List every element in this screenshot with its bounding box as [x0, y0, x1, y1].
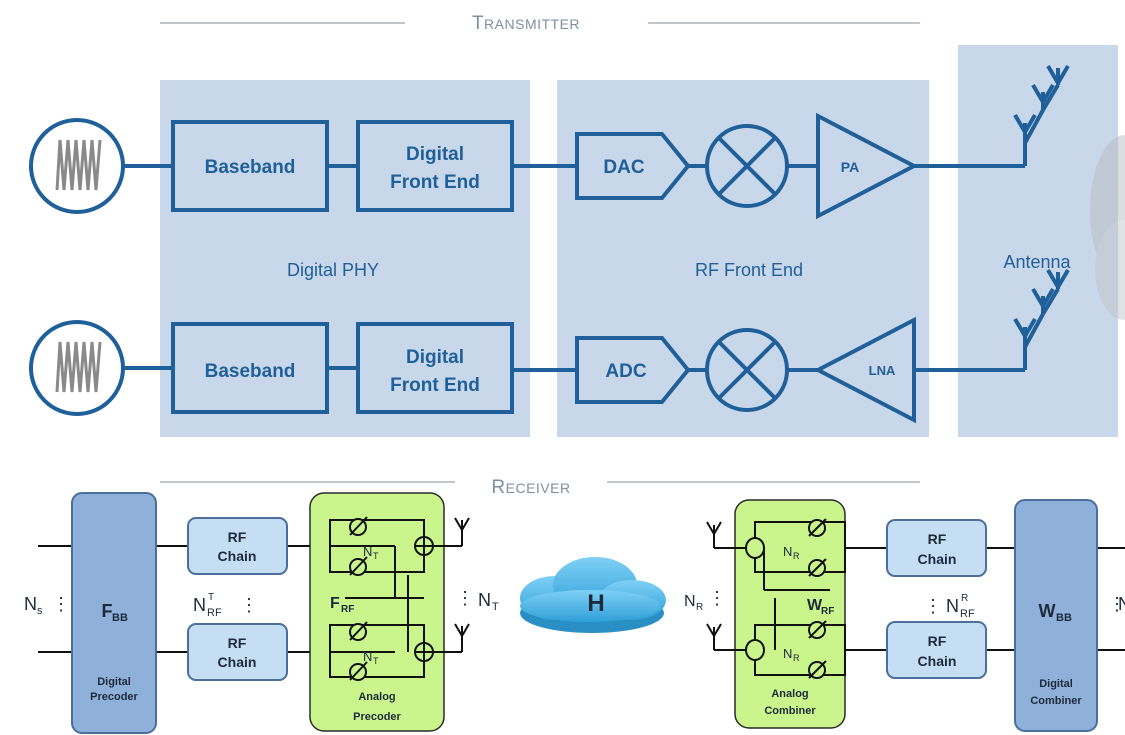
- ns-rx-label: N: [1118, 594, 1125, 614]
- rx-rf-chain-2-label-1: RF: [928, 633, 947, 649]
- antenna-label: Antenna: [1003, 252, 1071, 272]
- tx-rf-chain-2: [187, 623, 288, 681]
- frf-sub: RF: [341, 604, 354, 615]
- frf-label: F: [330, 595, 340, 612]
- tx-rf-chain-1-label-1: RF: [228, 529, 247, 545]
- nr-label: N: [684, 593, 696, 610]
- nrf-tx-sub: RF: [207, 607, 222, 619]
- digital-combiner-label-1: Digital: [1039, 678, 1073, 690]
- nr-lower-sub: R: [793, 653, 800, 663]
- nt-sub: T: [492, 601, 499, 613]
- tx-baseband-label: Baseband: [205, 157, 296, 178]
- nt-lower-sub: T: [373, 656, 379, 666]
- rx-rf-chain-1-label-2: Chain: [918, 551, 957, 567]
- tx-dfe-label-2: Front End: [390, 172, 480, 193]
- nt-upper-label: N: [363, 544, 372, 559]
- rx-dfe-label-2: Front End: [390, 375, 480, 396]
- rx-dfe-block: [356, 322, 514, 414]
- nrf-rx-sub: RF: [960, 608, 975, 620]
- analog-precoder-label-1: Analog: [358, 691, 395, 703]
- tx-rf-chain-1-label-2: Chain: [218, 548, 257, 564]
- rx-rf-chain-2-label-2: Chain: [918, 653, 957, 669]
- tx-dfe-label-1: Digital: [406, 144, 464, 165]
- channel-cloud-faint: [1090, 135, 1125, 320]
- tx-antenna-icon: [1013, 64, 1070, 166]
- tx-rf-chain-1: [187, 517, 288, 575]
- analog-combiner-network: [706, 518, 846, 679]
- adc-label: ADC: [605, 361, 646, 382]
- rx-rf-chain-1-label-1: RF: [928, 531, 947, 547]
- analog-combiner-label-2: Combiner: [764, 705, 816, 717]
- ns-dots: ⋮: [52, 594, 70, 614]
- tx-rf-chain-2-label-1: RF: [228, 635, 247, 651]
- nt-dots: ⋮: [456, 588, 474, 608]
- ns-sub: s: [37, 605, 43, 617]
- analog-precoder-network: [329, 516, 470, 681]
- nt-label: N: [478, 590, 491, 610]
- wbb-label: W: [1039, 601, 1056, 621]
- digital-combiner-block: [1014, 499, 1098, 732]
- rf-front-end-label: RF Front End: [695, 260, 803, 280]
- nrf-tx-dots: ⋮: [240, 595, 258, 615]
- lna-label: LNA: [869, 363, 896, 378]
- nr-upper-sub: R: [793, 551, 800, 561]
- ns-label: N: [24, 594, 37, 614]
- dac-block: [575, 132, 691, 200]
- nr-sub: R: [696, 602, 703, 613]
- tx-dfe-block: [356, 120, 514, 212]
- rx-baseband-label: Baseband: [205, 361, 296, 382]
- nrf-rx-sup: R: [961, 593, 968, 604]
- analog-combiner-label-1: Analog: [771, 688, 808, 700]
- digital-precoder-label-2: Precoder: [90, 691, 138, 703]
- rx-dfe-label-1: Digital: [406, 347, 464, 368]
- channel-cloud: [520, 557, 666, 633]
- digital-precoder-label-1: Digital: [97, 676, 131, 688]
- ns-rx-dots: ⋮: [1108, 594, 1125, 614]
- pa-block: [816, 112, 919, 220]
- nrf-tx-sup: T: [208, 592, 214, 603]
- pa-label: PA: [841, 159, 859, 175]
- nr-dots: ⋮: [708, 588, 726, 608]
- transmitter-header: TRANSMITTER: [472, 13, 580, 34]
- nrf-rx-label: N: [946, 596, 959, 616]
- wrf-sub: RF: [821, 606, 834, 617]
- rx-chain: [29, 268, 1070, 424]
- nrf-rx-dots: ⋮: [924, 596, 942, 616]
- digital-combiner-label-2: Combiner: [1030, 695, 1082, 707]
- analog-precoder-block: [309, 492, 445, 732]
- fbb-label: F: [102, 601, 113, 621]
- analog-precoder-label-2: Precoder: [353, 711, 401, 723]
- tx-rf-chain-2-label-2: Chain: [218, 654, 257, 670]
- digital-phy-label: Digital PHY: [287, 260, 379, 280]
- tx-baseband-block: [171, 120, 329, 212]
- digital-precoder-block: [71, 492, 157, 734]
- nr-lower-label: N: [783, 646, 792, 661]
- nr-upper-label: N: [783, 544, 792, 559]
- channel-label: H: [587, 590, 604, 617]
- wrf-label: W: [807, 597, 823, 614]
- adc-block: [575, 336, 691, 404]
- dac-label: DAC: [603, 157, 644, 178]
- tx-waveform-icon: [55, 139, 102, 191]
- fbb-sub: BB: [112, 612, 128, 624]
- rx-rf-chain-2: [886, 621, 987, 679]
- receiver-header: RECEIVER: [491, 477, 570, 498]
- nrf-tx-label: N: [193, 595, 206, 615]
- rx-rf-chain-1: [886, 519, 987, 577]
- rx-antenna-icon: [1013, 268, 1070, 370]
- rx-baseband-block: [171, 322, 329, 414]
- nt-upper-sub: T: [373, 551, 379, 561]
- rx-waveform-icon: [55, 341, 102, 393]
- tx-chain: [29, 64, 1070, 220]
- wbb-sub: BB: [1056, 612, 1072, 624]
- nt-lower-label: N: [363, 649, 372, 664]
